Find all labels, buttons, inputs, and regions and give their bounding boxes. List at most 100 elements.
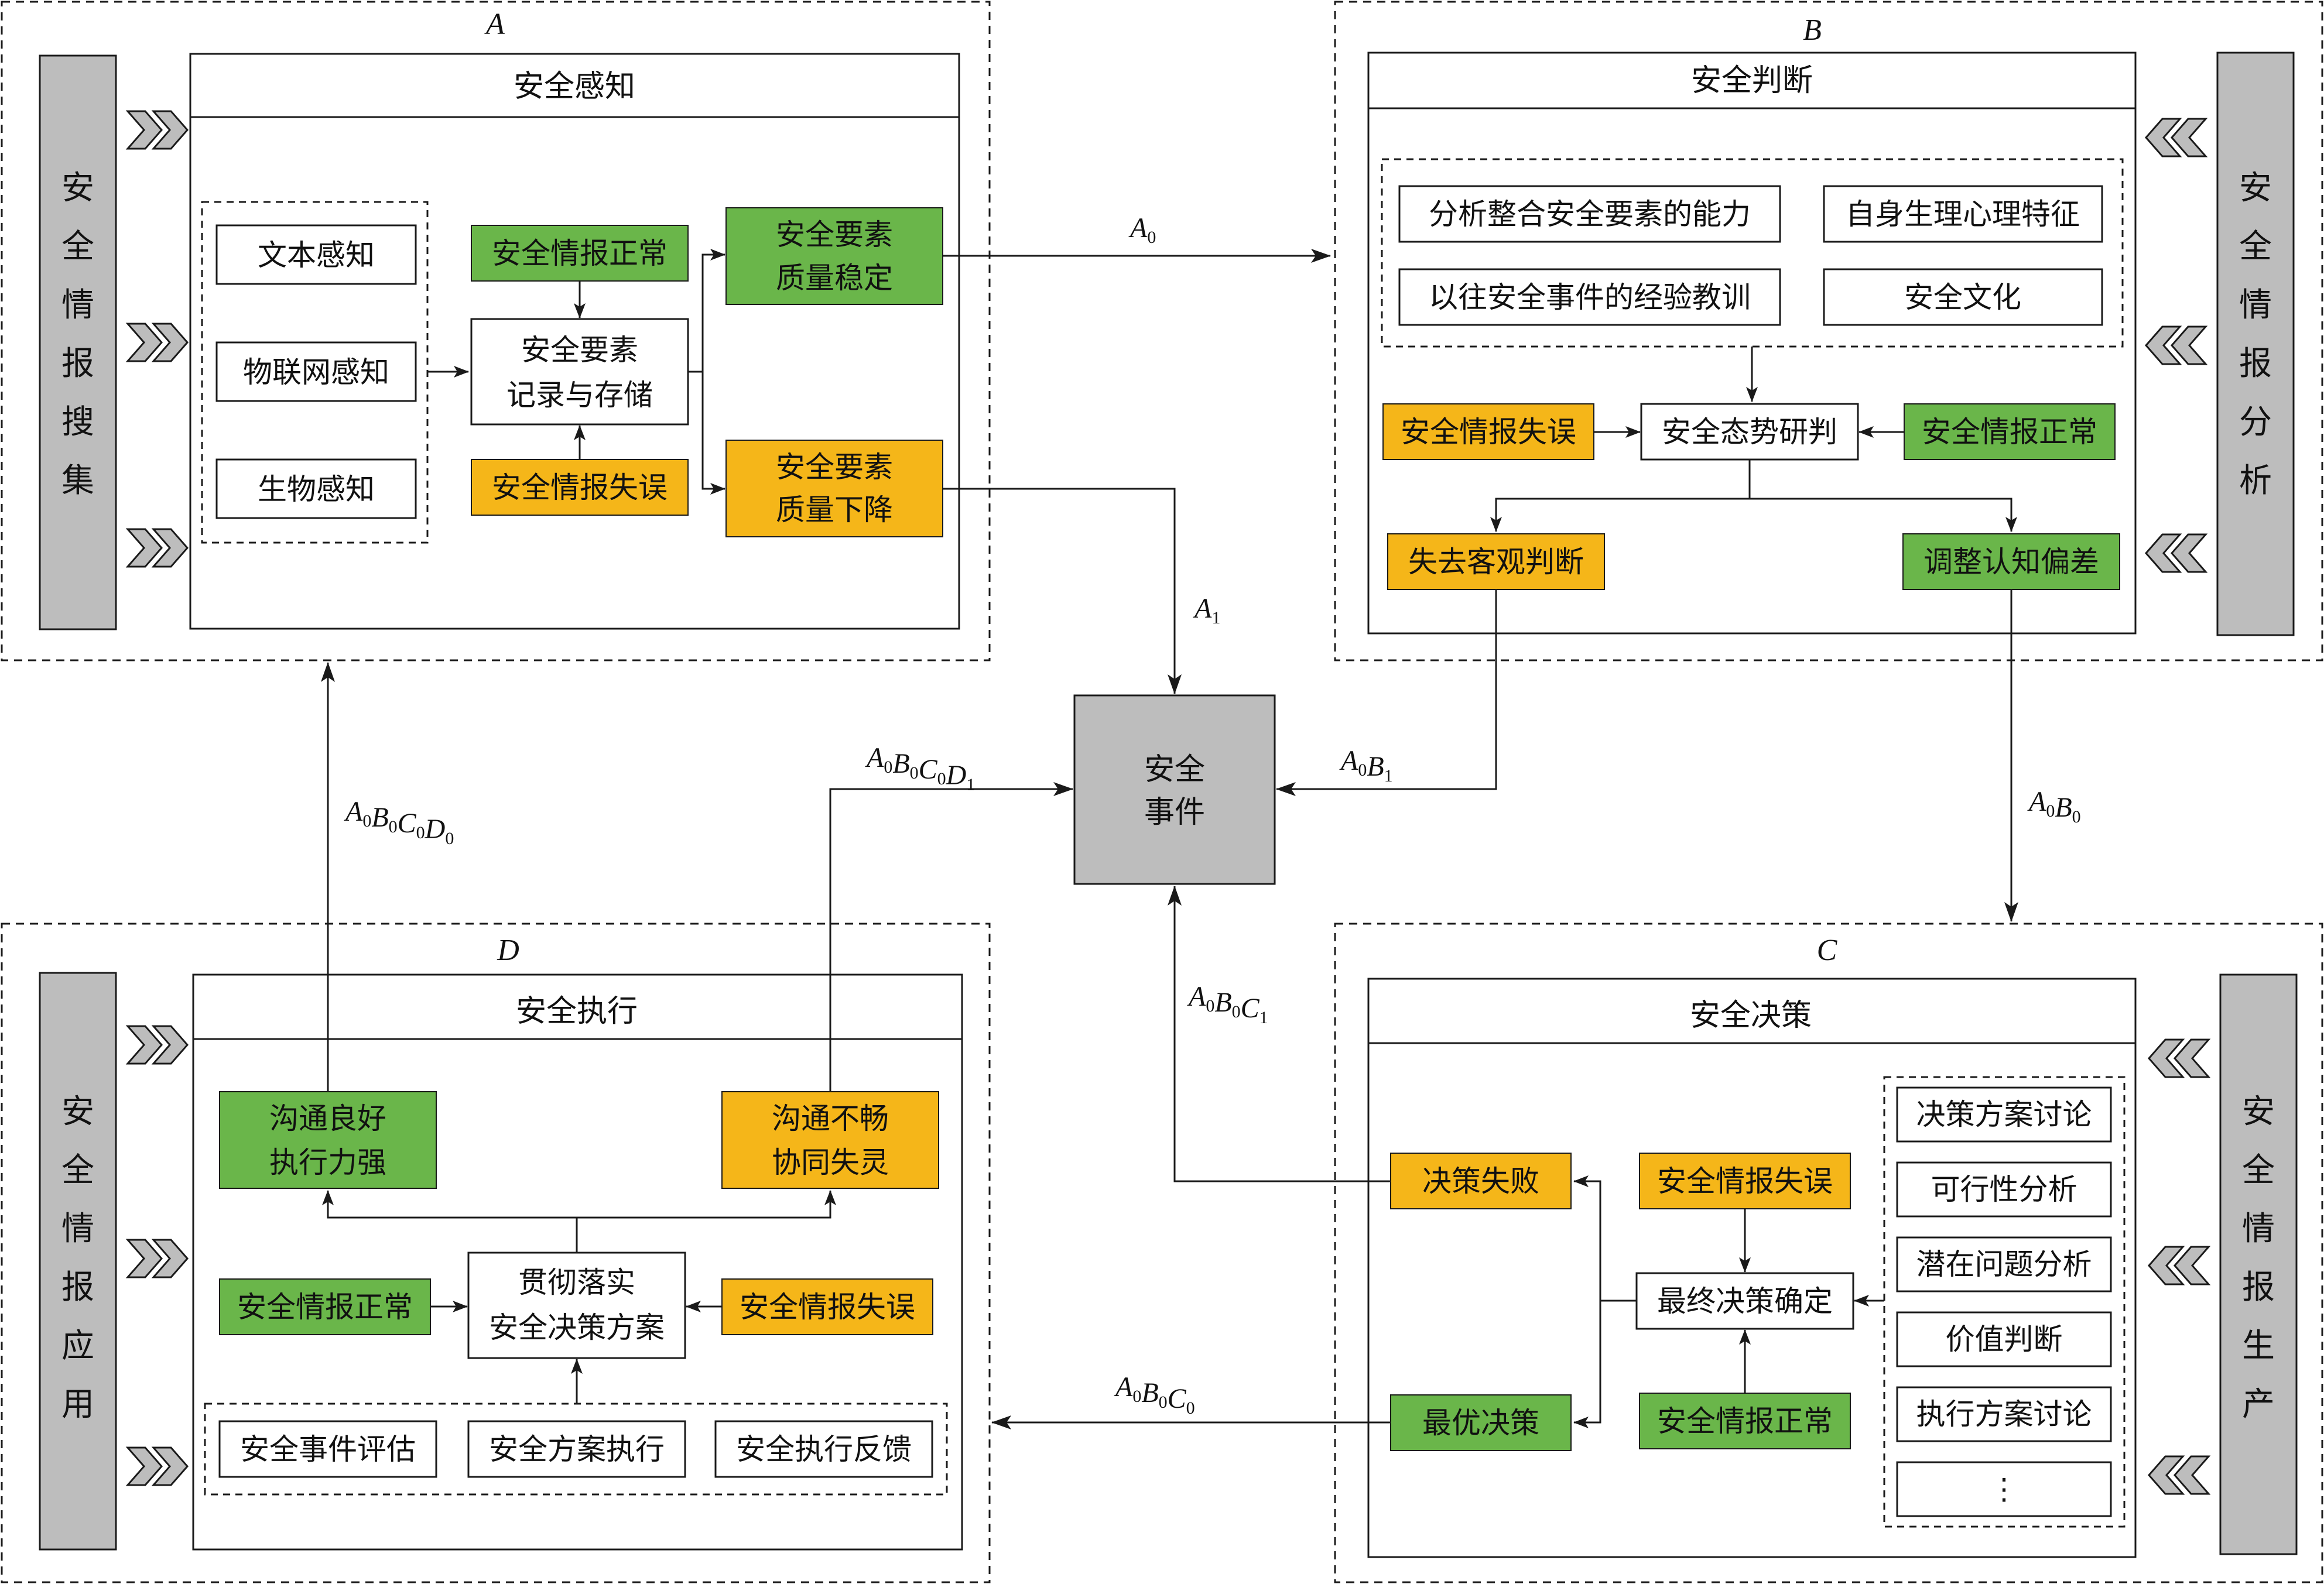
intel-normal-a — [471, 225, 689, 282]
chevron-right-icon — [125, 528, 189, 568]
panel-a-title: 安全感知 — [514, 69, 635, 104]
intel-normal-a-label: 安全情报正常 — [492, 236, 668, 270]
quality-stable-line2: 质量稳定 — [776, 261, 893, 295]
chevron-shape — [2174, 1455, 2211, 1495]
intel-error-b — [1382, 403, 1594, 460]
side-label-char: 应 — [61, 1327, 94, 1365]
good-communication-line1: 沟通良好 — [269, 1102, 386, 1136]
chevron-left-icon — [2145, 118, 2208, 157]
side-label-char: 全 — [2242, 1151, 2275, 1189]
safety-event-line2: 事件 — [1144, 795, 1205, 830]
factor-physio-label: 自身生理心理特征 — [1846, 197, 2080, 231]
chevron-shape — [125, 1239, 163, 1278]
quality-decline-line2: 质量下降 — [776, 493, 893, 527]
lose-objectivity-label: 失去客观判断 — [1408, 545, 1584, 579]
adjust-bias-label: 调整认知偏差 — [1923, 545, 2099, 579]
chevron-shape — [2145, 118, 2182, 157]
intel-normal-d-label: 安全情报正常 — [237, 1290, 413, 1324]
good-communication-box — [219, 1091, 437, 1189]
chevron-shape — [151, 1239, 189, 1278]
chevron-right-icon — [125, 1446, 189, 1486]
side-label-char: 全 — [61, 1151, 94, 1189]
situation-assessment-label: 安全态势研判 — [1662, 415, 1837, 449]
chevron-right-icon — [125, 110, 189, 150]
side-bar-analysis — [2216, 52, 2295, 636]
edge-label-text: A0B0C0 — [1114, 1372, 1195, 1418]
side-label-char: 全 — [61, 228, 94, 266]
best-decision-box — [1390, 1394, 1572, 1451]
situation-assessment-box — [1640, 403, 1859, 461]
panel-c-title: 安全决策 — [1690, 998, 1812, 1033]
implement-plan-line2: 安全决策方案 — [489, 1311, 665, 1345]
chevron-shape — [125, 323, 163, 362]
chevron-shape — [125, 110, 163, 150]
intel-normal-b-label: 安全情报正常 — [1922, 415, 2097, 449]
edge-label-text: A0 — [1128, 212, 1156, 247]
side-label-char: 报 — [61, 1268, 94, 1307]
side-label-char: 安 — [61, 1093, 94, 1131]
chevron-left-icon — [2145, 325, 2208, 365]
side-bar-collect — [39, 54, 117, 630]
decision-step-box — [1896, 1236, 2112, 1292]
panel-d-title: 安全执行 — [516, 994, 638, 1029]
decision-step-box — [1896, 1386, 2112, 1442]
final-decision-box — [1635, 1272, 1854, 1330]
best-decision-label: 最优决策 — [1422, 1406, 1539, 1440]
arrow-situation-to-adjust — [1750, 498, 2017, 532]
side-label-char: 搜 — [61, 403, 94, 441]
quality-decline-line1: 安全要素 — [776, 450, 893, 484]
factor-experience-label: 以往安全事件的经验教训 — [1429, 280, 1751, 314]
factor-integration-label: 分析整合安全要素的能力 — [1429, 197, 1751, 231]
factor-experience-box — [1398, 268, 1781, 326]
edge-label-text: A0B1 — [1339, 745, 1393, 786]
side-label-char: 安 — [2242, 1093, 2275, 1131]
chevron-shape — [151, 110, 189, 150]
side-label-char: 用 — [61, 1386, 94, 1424]
arrow-final-to-best — [1573, 1301, 1601, 1428]
quadrant-d-letter: D — [497, 934, 519, 967]
poor-communication-box — [721, 1091, 939, 1189]
chevron-shape — [125, 528, 163, 568]
side-label-char: 产 — [2242, 1386, 2275, 1424]
iot-perception-box — [215, 341, 417, 402]
side-label-char: 报 — [61, 345, 94, 383]
decision-step-label: ⋮ — [1990, 1472, 2019, 1506]
flow-a-to-event — [943, 488, 1182, 694]
decision-step-box — [1896, 1311, 2112, 1367]
decision-step-label: 潜在问题分析 — [1916, 1247, 2092, 1281]
chevron-shape — [125, 1025, 163, 1065]
event-evaluation-label: 安全事件评估 — [240, 1432, 416, 1466]
quality-stable-line1: 安全要素 — [776, 218, 893, 252]
decision-step-label: 价值判断 — [1946, 1322, 2063, 1356]
decision-fail-label: 决策失败 — [1422, 1164, 1539, 1198]
factor-culture-box — [1823, 268, 2103, 326]
edge-label-a0b0: A0B0 — [2027, 786, 2081, 827]
text-perception-box — [215, 224, 417, 285]
safety-event-line1: 安全 — [1144, 752, 1205, 787]
arrow-situation-to-lose — [1490, 498, 1750, 532]
edge-label-text: A0B0C0D0 — [344, 796, 454, 848]
quality-stable-box — [725, 207, 943, 305]
poor-communication-line1: 沟通不畅 — [772, 1102, 889, 1136]
arrow-implement-to-good — [322, 1190, 577, 1219]
chevron-left-icon — [2148, 1246, 2211, 1285]
chevron-shape — [151, 1446, 189, 1486]
side-label-char: 生 — [2242, 1327, 2275, 1365]
chevron-shape — [151, 323, 189, 362]
execution-feedback-label: 安全执行反馈 — [736, 1432, 912, 1466]
poor-communication-line2: 协同失灵 — [772, 1146, 889, 1180]
side-label-char: 全 — [2239, 228, 2272, 266]
intel-error-a-label: 安全情报失误 — [492, 471, 668, 505]
chevron-right-icon — [125, 1239, 189, 1278]
edge-label-a0b0c0: A0B0C0 — [1114, 1372, 1195, 1418]
chevron-shape — [2148, 1246, 2185, 1285]
edge-label-a0b0c0d1: A0B0C0D1 — [865, 742, 975, 794]
arrow-record-to-decline — [701, 372, 725, 495]
quadrant-a-letter: A — [484, 8, 505, 41]
factor-physio-box — [1823, 185, 2103, 243]
